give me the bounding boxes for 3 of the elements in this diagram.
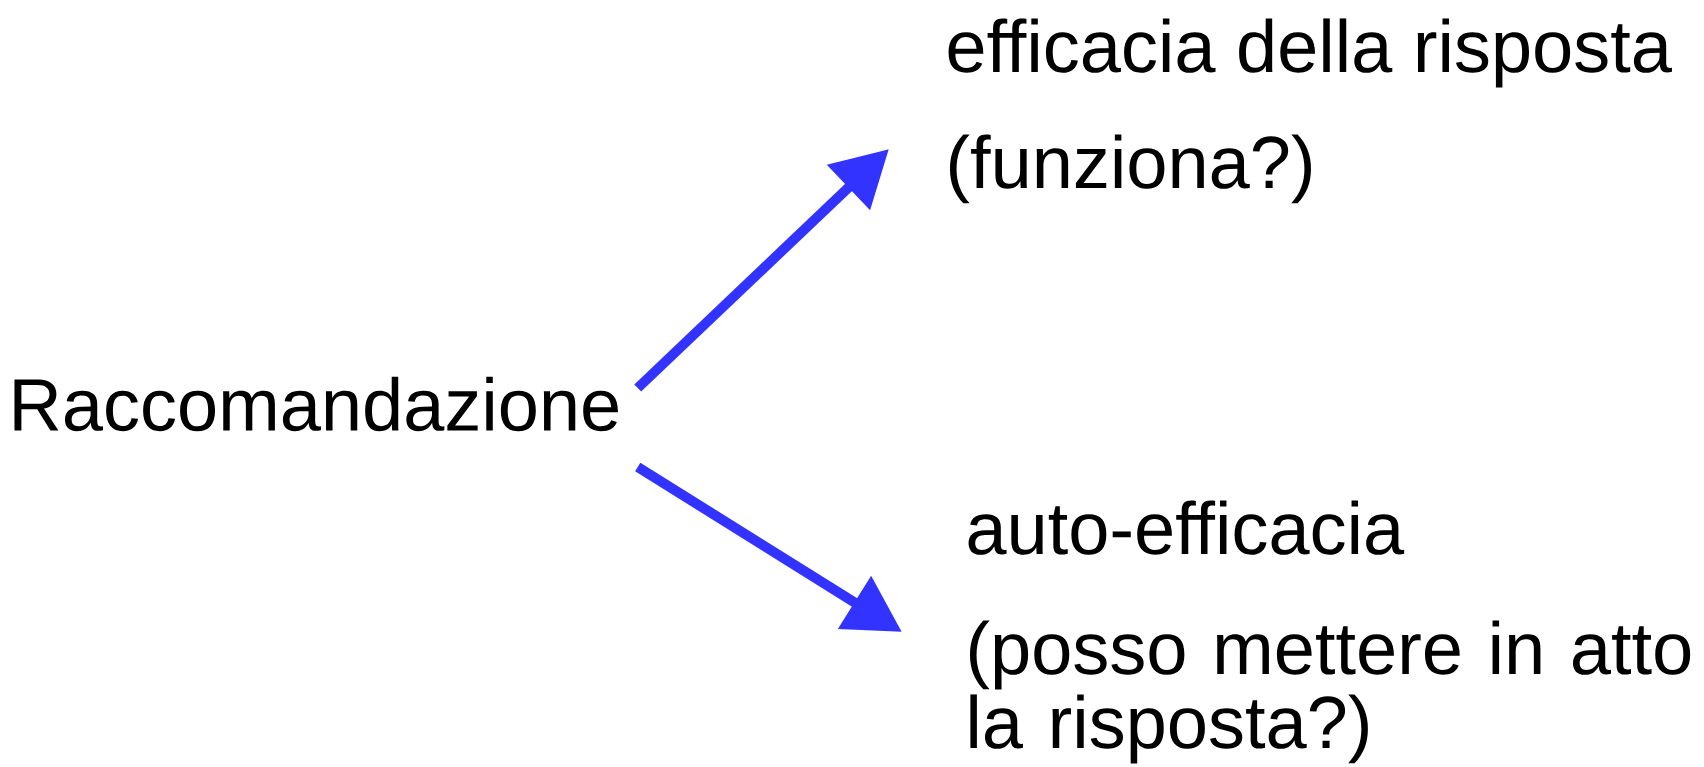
text-label: Raccomandazione [14, 376, 618, 432]
text-label: efficacia della risposta (funziona?) [948, 18, 1672, 204]
text-label: auto-efficacia (posso mettere in atto la risposta?) [968, 500, 1691, 764]
